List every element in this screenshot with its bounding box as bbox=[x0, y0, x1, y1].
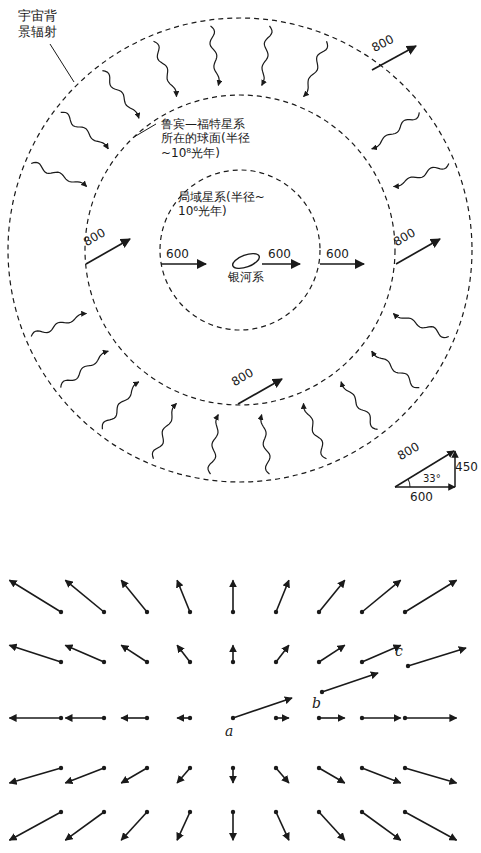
velocity-arrow bbox=[65, 768, 104, 783]
velocity-arrow bbox=[405, 768, 457, 783]
radiation-wave bbox=[102, 382, 139, 430]
point-letter: a bbox=[225, 724, 233, 739]
velocity-arrow bbox=[65, 645, 104, 662]
velocity-value: 800 bbox=[391, 226, 417, 249]
radiation-wave bbox=[31, 314, 86, 337]
velocity-value: 800 bbox=[229, 366, 255, 389]
velocity-arrow bbox=[9, 645, 61, 662]
radiation-wave bbox=[61, 351, 109, 388]
velocity-arrow bbox=[177, 812, 190, 840]
velocity-arrow bbox=[9, 717, 61, 719]
radiation-wave bbox=[61, 112, 109, 149]
leader-lines bbox=[50, 44, 156, 137]
radiation-wave bbox=[304, 41, 328, 96]
velocity-arrow bbox=[276, 645, 289, 662]
velocity-arrows bbox=[86, 46, 440, 404]
velocity-arrow bbox=[121, 580, 147, 612]
velocity-arrow bbox=[65, 580, 104, 612]
node-label: 宇宙背景辐射 bbox=[18, 8, 58, 39]
velocity-arrow bbox=[405, 580, 457, 612]
radiation-wave bbox=[210, 26, 219, 86]
point-letter: c bbox=[395, 644, 403, 659]
velocity-arrow bbox=[319, 768, 345, 783]
dashed-sphere bbox=[8, 18, 472, 482]
velocity-arrow bbox=[405, 812, 457, 840]
background-radiation-waves bbox=[31, 26, 449, 474]
node-label: 局域星系(半径~10⁶光年) bbox=[178, 190, 266, 219]
velocity-arrow bbox=[362, 645, 401, 662]
radiation-wave bbox=[304, 403, 327, 458]
dashed-sphere bbox=[160, 170, 320, 330]
velocity-arrow bbox=[177, 645, 190, 662]
velocity-value: 600 bbox=[410, 491, 433, 504]
velocity-arrow bbox=[177, 768, 190, 783]
velocity-arrow bbox=[276, 717, 289, 719]
velocity-arrow bbox=[362, 768, 401, 783]
radiation-wave bbox=[261, 415, 270, 475]
velocity-arrow bbox=[9, 812, 61, 840]
milky-way: 银河系 bbox=[224, 250, 272, 290]
velocity-arrow bbox=[232, 812, 234, 840]
velocity-arrow bbox=[121, 645, 147, 662]
velocity-field bbox=[9, 580, 466, 840]
node-label: 银河系 bbox=[228, 270, 268, 284]
radiation-wave bbox=[154, 41, 177, 96]
velocity-arrow bbox=[121, 717, 147, 719]
velocity-arrow bbox=[319, 717, 345, 719]
velocity-value: 450 bbox=[455, 461, 478, 474]
velocity-arrow bbox=[121, 768, 147, 783]
velocity-value: 800 bbox=[370, 33, 396, 55]
velocity-arrow bbox=[177, 580, 190, 612]
velocity-value: 800 bbox=[81, 226, 107, 249]
velocity-arrow bbox=[319, 580, 345, 612]
velocity-arrow bbox=[405, 717, 457, 719]
velocity-arrow bbox=[276, 812, 289, 840]
velocity-arrow bbox=[362, 717, 401, 719]
point-letter: b bbox=[312, 696, 321, 711]
velocity-arrow bbox=[362, 580, 401, 612]
velocity-arrow bbox=[121, 812, 147, 840]
velocity-value: 600 bbox=[268, 248, 291, 261]
velocity-arrow bbox=[276, 768, 289, 783]
velocity-value: 33° bbox=[423, 473, 441, 484]
radiation-wave bbox=[393, 164, 448, 187]
dashed-sphere bbox=[85, 95, 395, 405]
velocity-value: 600 bbox=[166, 248, 189, 261]
radiation-wave bbox=[31, 162, 86, 186]
velocity-arrow bbox=[322, 673, 378, 692]
node-label: 鲁宾—福特星系所在的球面(半径~10⁸光年) bbox=[161, 117, 253, 160]
velocity-arrow bbox=[65, 812, 104, 840]
radiation-wave bbox=[152, 403, 176, 458]
galaxy-ellipse bbox=[231, 251, 261, 272]
radiation-wave bbox=[102, 71, 138, 119]
radiation-wave bbox=[341, 382, 378, 430]
velocity-arrow bbox=[232, 580, 234, 612]
velocity-arrow bbox=[177, 717, 190, 719]
velocity-arrow bbox=[9, 580, 61, 612]
velocity-arrow bbox=[276, 580, 289, 612]
radiation-wave bbox=[208, 415, 218, 475]
velocity-arrow bbox=[319, 812, 345, 840]
velocity-arrow bbox=[362, 812, 401, 840]
velocity-arrow bbox=[232, 768, 234, 783]
radiation-wave bbox=[372, 112, 420, 148]
velocity-arrow bbox=[408, 648, 466, 666]
velocity-arrow bbox=[233, 698, 292, 718]
velocity-arrow bbox=[319, 645, 345, 662]
radiation-wave bbox=[262, 26, 272, 86]
radiation-wave bbox=[393, 314, 448, 338]
velocity-arrow bbox=[232, 645, 234, 662]
radiation-wave bbox=[372, 351, 420, 388]
velocity-arrow bbox=[9, 768, 61, 783]
velocity-arrow bbox=[65, 717, 104, 719]
velocity-value: 800 bbox=[395, 440, 421, 463]
velocity-value: 600 bbox=[326, 248, 349, 261]
